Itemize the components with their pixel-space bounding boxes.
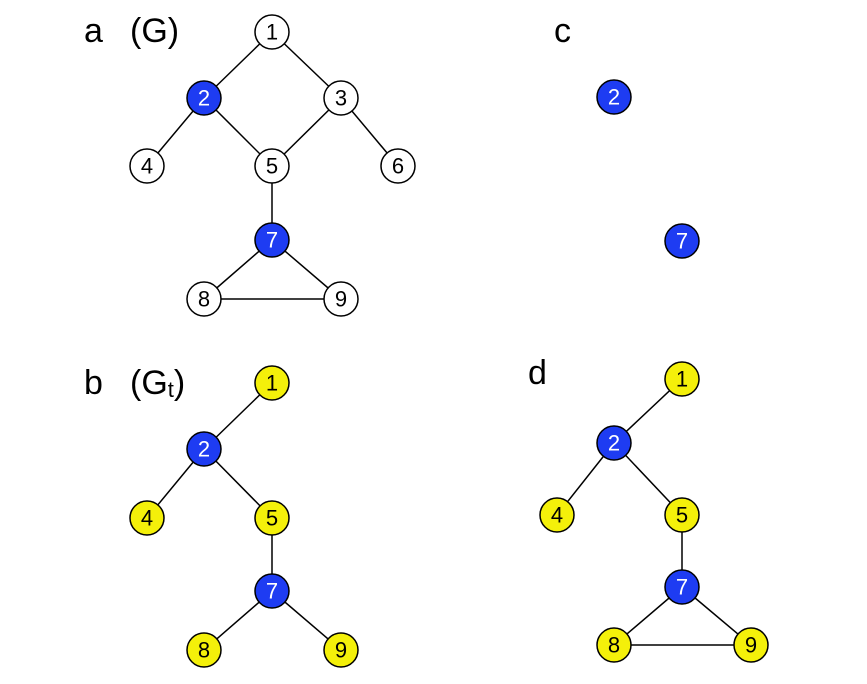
node-circle	[664, 223, 700, 259]
node-label: 2	[198, 86, 210, 111]
panel-d-graph: 1 2 4 5 7 8 9	[539, 361, 769, 663]
node-circle	[733, 627, 769, 663]
node-label: 7	[676, 229, 688, 254]
panel-c-label: c	[554, 12, 571, 50]
node-label: 2	[198, 437, 210, 462]
node-circle	[254, 148, 290, 184]
node-label: 5	[266, 154, 278, 179]
node-circle	[664, 497, 700, 533]
node-a-3: 3	[323, 80, 359, 116]
panel-a-graph-name: (G)	[130, 12, 180, 50]
node-label: 1	[266, 371, 278, 396]
node-a-8: 8	[186, 281, 222, 317]
node-label: 7	[266, 228, 278, 253]
node-c-7: 7	[664, 223, 700, 259]
node-circle	[254, 222, 290, 258]
node-label: 1	[676, 367, 688, 392]
node-label: 2	[608, 85, 620, 110]
panel-b-graph-name-subscript: t	[167, 377, 174, 402]
node-circle	[539, 497, 575, 533]
panel-b-label: b	[84, 364, 103, 402]
node-b-9: 9	[323, 632, 359, 668]
node-d-9: 9	[733, 627, 769, 663]
node-circle	[323, 632, 359, 668]
panel-b-graph-name: (Gt)	[130, 364, 186, 402]
node-label: 4	[141, 506, 153, 531]
node-label: 7	[266, 579, 278, 604]
node-d-1: 1	[664, 361, 700, 397]
panel-a-label: a	[84, 12, 103, 50]
node-b-1: 1	[254, 365, 290, 401]
node-label: 4	[141, 154, 153, 179]
node-circle	[254, 14, 290, 50]
node-circle	[129, 148, 165, 184]
node-circle	[596, 79, 632, 115]
panel-b-graph-name-main: (G	[130, 364, 168, 402]
panel-d-label: d	[528, 354, 547, 392]
node-b-5: 5	[254, 500, 290, 536]
node-label: 6	[392, 154, 404, 179]
node-b-7: 7	[254, 573, 290, 609]
node-label: 8	[608, 633, 620, 658]
node-a-7: 7	[254, 222, 290, 258]
node-d-7: 7	[664, 569, 700, 605]
node-label: 9	[335, 638, 347, 663]
node-circle	[380, 148, 416, 184]
node-circle	[596, 627, 632, 663]
panel-a-graph: 1 2 3 4 5 6 7 8 9	[129, 14, 416, 317]
node-label: 2	[608, 431, 620, 456]
node-a-2: 2	[186, 80, 222, 116]
node-label: 8	[198, 638, 210, 663]
node-b-8: 8	[186, 632, 222, 668]
node-a-5: 5	[254, 148, 290, 184]
node-a-1: 1	[254, 14, 290, 50]
node-circle	[254, 365, 290, 401]
node-circle	[664, 361, 700, 397]
node-label: 8	[198, 287, 210, 312]
node-circle	[254, 500, 290, 536]
node-circle	[129, 500, 165, 536]
node-d-8: 8	[596, 627, 632, 663]
node-circle	[186, 632, 222, 668]
node-circle	[186, 431, 222, 467]
panel-b-graph: 1 2 4 5 7 8 9	[129, 365, 359, 668]
node-d-5: 5	[664, 497, 700, 533]
node-circle	[254, 573, 290, 609]
node-a-6: 6	[380, 148, 416, 184]
node-d-2: 2	[596, 425, 632, 461]
node-a-9: 9	[323, 281, 359, 317]
node-label: 4	[551, 503, 563, 528]
node-label: 7	[676, 575, 688, 600]
node-circle	[186, 80, 222, 116]
node-circle	[596, 425, 632, 461]
node-label: 9	[745, 633, 757, 658]
panel-b-graph-name-close: )	[173, 364, 186, 402]
node-label: 5	[676, 503, 688, 528]
node-circle	[323, 281, 359, 317]
node-a-4: 4	[129, 148, 165, 184]
panel-c-graph: 27	[596, 79, 700, 259]
node-circle	[664, 569, 700, 605]
node-d-4: 4	[539, 497, 575, 533]
node-b-4: 4	[129, 500, 165, 536]
node-label: 1	[266, 20, 278, 45]
node-circle	[323, 80, 359, 116]
node-b-2: 2	[186, 431, 222, 467]
node-circle	[186, 281, 222, 317]
node-label: 9	[335, 287, 347, 312]
node-c-2: 2	[596, 79, 632, 115]
node-label: 3	[335, 86, 347, 111]
node-label: 5	[266, 506, 278, 531]
